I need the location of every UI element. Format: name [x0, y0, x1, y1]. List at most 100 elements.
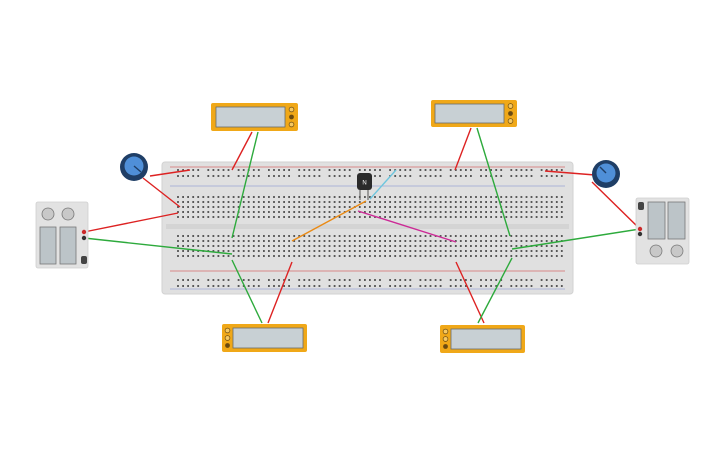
breadboard-hole[interactable] — [298, 255, 301, 257]
breadboard-hole[interactable] — [424, 255, 427, 257]
breadboard-hole[interactable] — [348, 169, 351, 171]
breadboard-hole[interactable] — [252, 279, 255, 281]
breadboard-hole[interactable] — [348, 175, 351, 177]
breadboard-hole[interactable] — [540, 240, 543, 242]
breadboard-hole[interactable] — [480, 250, 482, 252]
breadboard-hole[interactable] — [419, 240, 422, 242]
breadboard-hole[interactable] — [303, 196, 306, 198]
breadboard-hole[interactable] — [520, 196, 523, 198]
breadboard-hole[interactable] — [364, 206, 366, 208]
breadboard-hole[interactable] — [212, 201, 215, 203]
breadboard-hole[interactable] — [449, 250, 452, 252]
breadboard-hole[interactable] — [182, 201, 184, 203]
breadboard-hole[interactable] — [540, 245, 543, 247]
breadboard-hole[interactable] — [530, 235, 533, 237]
breadboard-hole[interactable] — [545, 245, 548, 247]
breadboard-hole[interactable] — [348, 250, 351, 252]
breadboard-hole[interactable] — [409, 206, 412, 208]
breadboard-hole[interactable] — [268, 285, 270, 287]
breadboard-hole[interactable] — [520, 235, 523, 237]
breadboard-hole[interactable] — [389, 255, 391, 257]
breadboard-hole[interactable] — [459, 245, 462, 247]
breadboard-hole[interactable] — [212, 240, 215, 242]
breadboard-hole[interactable] — [550, 279, 553, 281]
breadboard-hole[interactable] — [379, 169, 381, 171]
breadboard-hole[interactable] — [278, 196, 280, 198]
breadboard-hole[interactable] — [207, 279, 210, 281]
breadboard-hole[interactable] — [560, 201, 563, 203]
breadboard-hole[interactable] — [550, 206, 553, 208]
breadboard-hole[interactable] — [237, 235, 240, 237]
breadboard-hole[interactable] — [414, 255, 417, 257]
breadboard-hole[interactable] — [303, 250, 306, 252]
breadboard-hole[interactable] — [414, 216, 417, 218]
breadboard-hole[interactable] — [192, 250, 195, 252]
breadboard-hole[interactable] — [192, 255, 195, 257]
breadboard-hole[interactable] — [515, 250, 518, 252]
breadboard-hole[interactable] — [232, 235, 235, 237]
breadboard-hole[interactable] — [424, 250, 427, 252]
breadboard-hole[interactable] — [495, 211, 498, 213]
breadboard-hole[interactable] — [520, 255, 523, 257]
breadboard-hole[interactable] — [202, 196, 205, 198]
breadboard-hole[interactable] — [308, 169, 311, 171]
breadboard-hole[interactable] — [283, 206, 285, 208]
breadboard-hole[interactable] — [318, 285, 321, 287]
breadboard-hole[interactable] — [278, 245, 280, 247]
transistor[interactable]: N — [357, 173, 372, 190]
breadboard-hole[interactable] — [505, 245, 508, 247]
breadboard-hole[interactable] — [424, 240, 427, 242]
breadboard-hole[interactable] — [348, 206, 351, 208]
breadboard-hole[interactable] — [439, 240, 442, 242]
breadboard-hole[interactable] — [328, 196, 331, 198]
breadboard-hole[interactable] — [278, 211, 280, 213]
breadboard-hole[interactable] — [288, 196, 290, 198]
breadboard-hole[interactable] — [495, 285, 498, 287]
breadboard-hole[interactable] — [394, 285, 397, 287]
breadboard-hole[interactable] — [313, 240, 316, 242]
breadboard-hole[interactable] — [308, 206, 311, 208]
breadboard-hole[interactable] — [227, 255, 230, 257]
breadboard-hole[interactable] — [207, 240, 210, 242]
breadboard-hole[interactable] — [389, 235, 391, 237]
multimeter-terminal[interactable] — [442, 336, 449, 342]
breadboard-hole[interactable] — [535, 255, 538, 257]
breadboard-hole[interactable] — [343, 201, 346, 203]
breadboard-hole[interactable] — [444, 235, 447, 237]
breadboard-hole[interactable] — [323, 245, 326, 247]
breadboard-hole[interactable] — [429, 211, 432, 213]
breadboard-hole[interactable] — [515, 211, 518, 213]
breadboard-hole[interactable] — [454, 175, 457, 177]
breadboard-hole[interactable] — [247, 245, 250, 247]
breadboard-hole[interactable] — [338, 279, 341, 281]
breadboard-hole[interactable] — [187, 279, 189, 281]
breadboard-hole[interactable] — [394, 196, 397, 198]
breadboard-hole[interactable] — [495, 175, 498, 177]
breadboard-hole[interactable] — [530, 285, 533, 287]
breadboard-hole[interactable] — [278, 250, 280, 252]
breadboard-hole[interactable] — [298, 206, 301, 208]
breadboard-hole[interactable] — [555, 169, 558, 171]
breadboard-hole[interactable] — [348, 201, 351, 203]
breadboard-hole[interactable] — [247, 279, 250, 281]
breadboard-hole[interactable] — [545, 169, 548, 171]
breadboard-hole[interactable] — [555, 175, 558, 177]
multimeter-terminal[interactable] — [508, 111, 513, 116]
breadboard-hole[interactable] — [419, 279, 422, 281]
breadboard-hole[interactable] — [495, 240, 498, 242]
breadboard-hole[interactable] — [343, 240, 346, 242]
breadboard-hole[interactable] — [490, 201, 492, 203]
breadboard-hole[interactable] — [212, 175, 215, 177]
breadboard-hole[interactable] — [177, 255, 179, 257]
breadboard-hole[interactable] — [323, 250, 326, 252]
breadboard-hole[interactable] — [540, 211, 543, 213]
breadboard-hole[interactable] — [293, 201, 296, 203]
breadboard-hole[interactable] — [444, 201, 447, 203]
breadboard-hole[interactable] — [353, 216, 356, 218]
breadboard-hole[interactable] — [247, 240, 250, 242]
breadboard-hole[interactable] — [358, 250, 361, 252]
breadboard-hole[interactable] — [525, 240, 528, 242]
breadboard-hole[interactable] — [459, 206, 462, 208]
breadboard-hole[interactable] — [212, 255, 215, 257]
breadboard-hole[interactable] — [449, 211, 452, 213]
